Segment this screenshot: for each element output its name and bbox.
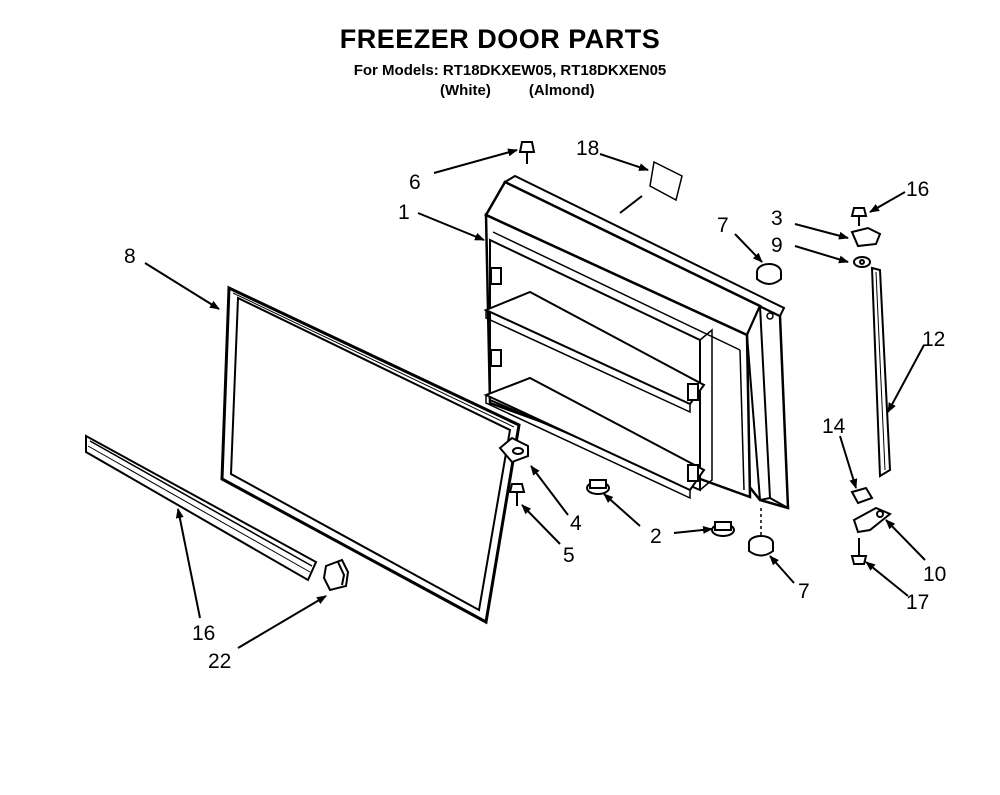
- top-screw: [518, 141, 536, 164]
- callout-3: 3: [771, 207, 783, 230]
- shelf-button-right: [711, 521, 735, 537]
- trim-end-cap: [322, 558, 350, 592]
- callout-6: 6: [409, 171, 421, 194]
- callout-17: 16: [192, 622, 215, 645]
- callout-12: 12: [922, 328, 945, 351]
- callout-4: 4: [570, 512, 582, 535]
- callout-2: 2: [650, 525, 662, 548]
- callout-14: 14: [822, 415, 846, 438]
- callout-16-bottom: 17: [906, 591, 929, 614]
- shelf-button-left: [586, 479, 610, 495]
- door-trim-strip: [85, 434, 318, 582]
- callout-22: 22: [208, 650, 231, 673]
- models-line: For Models: RT18DKXEW05, RT18DKXEN05: [353, 62, 667, 79]
- bottom-hinge-screw: [850, 538, 868, 565]
- variant-almond: (Almond): [528, 82, 595, 99]
- door-gasket: [220, 285, 521, 625]
- hinge-washer: [853, 256, 871, 268]
- callout-18: 18: [576, 137, 599, 160]
- variant-white: (White): [440, 82, 491, 99]
- callout-labels: 6 1 18 7 8 16 3 9 12 14 10 17 4 5 2 7 16…: [124, 137, 946, 673]
- color-variants: (White) (Almond): [440, 82, 595, 99]
- door-stop-screw: [508, 483, 526, 506]
- callout-1: 1: [398, 201, 410, 224]
- door-stop: [498, 436, 529, 464]
- top-hinge-screw: [850, 207, 868, 226]
- callout-9: 9: [771, 234, 783, 257]
- door-label: [649, 160, 683, 202]
- diagram-title: FREEZER DOOR PARTS: [339, 24, 661, 54]
- hinge-plug-top: [756, 263, 782, 285]
- callout-8: 8: [124, 245, 136, 268]
- callout-10: 10: [923, 563, 946, 586]
- callout-16-top: 16: [906, 178, 929, 201]
- top-hinge-bushing: [850, 226, 882, 248]
- freezer-door-liner: [483, 174, 790, 510]
- door-handle: [870, 266, 892, 478]
- callout-7-bottom: 7: [798, 580, 810, 603]
- bottom-hinge-spacer: [850, 486, 874, 505]
- callout-5: 5: [563, 544, 575, 567]
- hinge-plug-bottom: [748, 508, 774, 557]
- bottom-hinge-bracket: [852, 506, 892, 534]
- leader-lines: [144, 148, 926, 649]
- callout-7-top: 7: [717, 214, 729, 237]
